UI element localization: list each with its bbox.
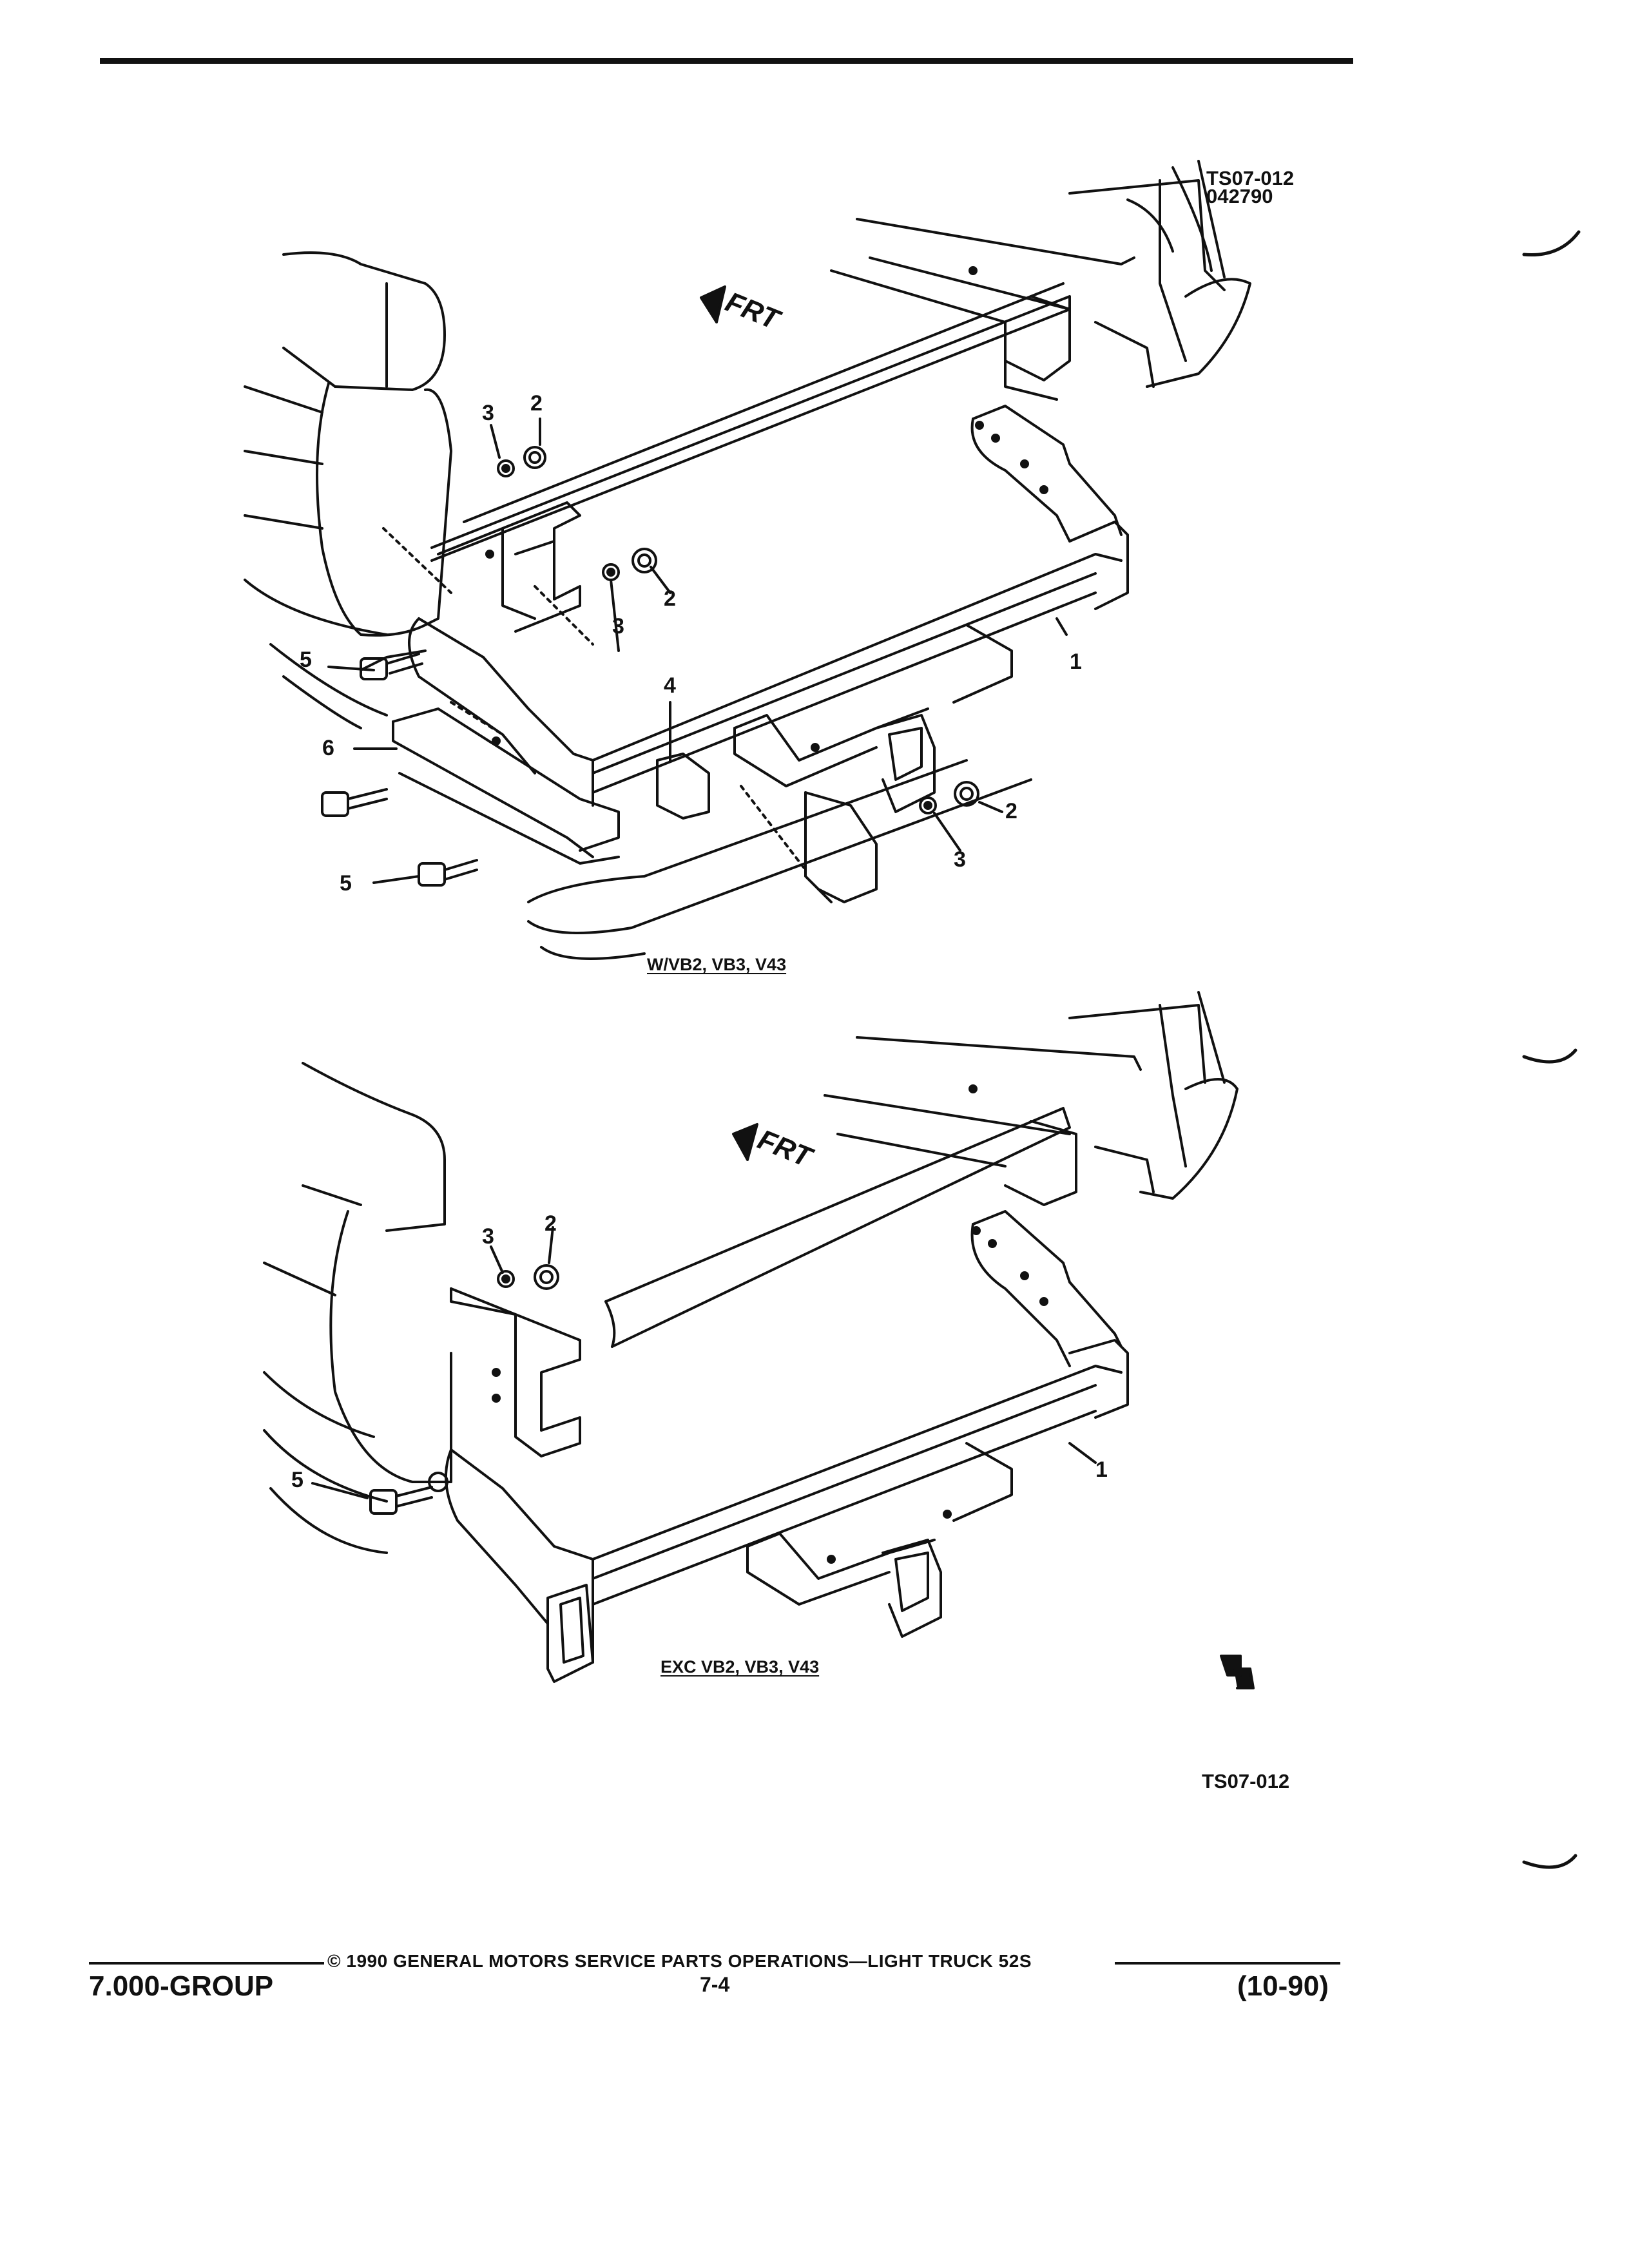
caption-upper: W/VB2, VB3, V43: [647, 955, 787, 974]
callout-3-upper-b: 3: [612, 614, 624, 639]
callout-5-lower: 5: [291, 1468, 304, 1492]
callout-6-upper: 6: [322, 736, 334, 760]
callout-2-upper-c: 2: [1005, 799, 1017, 823]
callout-1-upper: 1: [1070, 649, 1082, 674]
figure-code-bottom: TS07-012: [1202, 1770, 1290, 1792]
callout-2-upper-a: 2: [530, 391, 543, 416]
lower-view-illustration: [263, 991, 1239, 1683]
callout-5-upper-b: 5: [340, 871, 352, 896]
frt-arrow-lower-icon: [732, 1123, 758, 1161]
callout-3-upper-a: 3: [482, 401, 494, 425]
copyright-text: © 1990 GENERAL MOTORS SERVICE PARTS OPER…: [327, 1951, 1032, 1971]
page-number: 7-4: [700, 1973, 730, 1996]
footer-rule-left: [89, 1962, 324, 1965]
callout-3-lower: 3: [482, 1224, 494, 1249]
revision-date: (10-90): [1237, 1970, 1329, 2002]
top-rule: [100, 58, 1353, 64]
callout-1-lower: 1: [1095, 1457, 1108, 1482]
callout-3-upper-c: 3: [954, 847, 966, 872]
caption-lower: EXC VB2, VB3, V43: [660, 1657, 820, 1677]
upper-view-illustration: [244, 160, 1251, 960]
frt-arrow-upper-icon: [700, 285, 726, 323]
figure-code-top: TS07-012: [1206, 167, 1295, 189]
callout-2-lower: 2: [545, 1211, 557, 1236]
callout-2-upper-b: 2: [664, 586, 676, 611]
callout-5-upper-a: 5: [300, 648, 312, 672]
callout-4-upper: 4: [664, 673, 676, 698]
footer-rule-right: [1115, 1962, 1340, 1965]
figure-code-date: 042790: [1206, 185, 1273, 207]
gm-logo-icon: [1220, 1655, 1255, 1689]
group-label: 7.000-GROUP: [89, 1970, 274, 2002]
